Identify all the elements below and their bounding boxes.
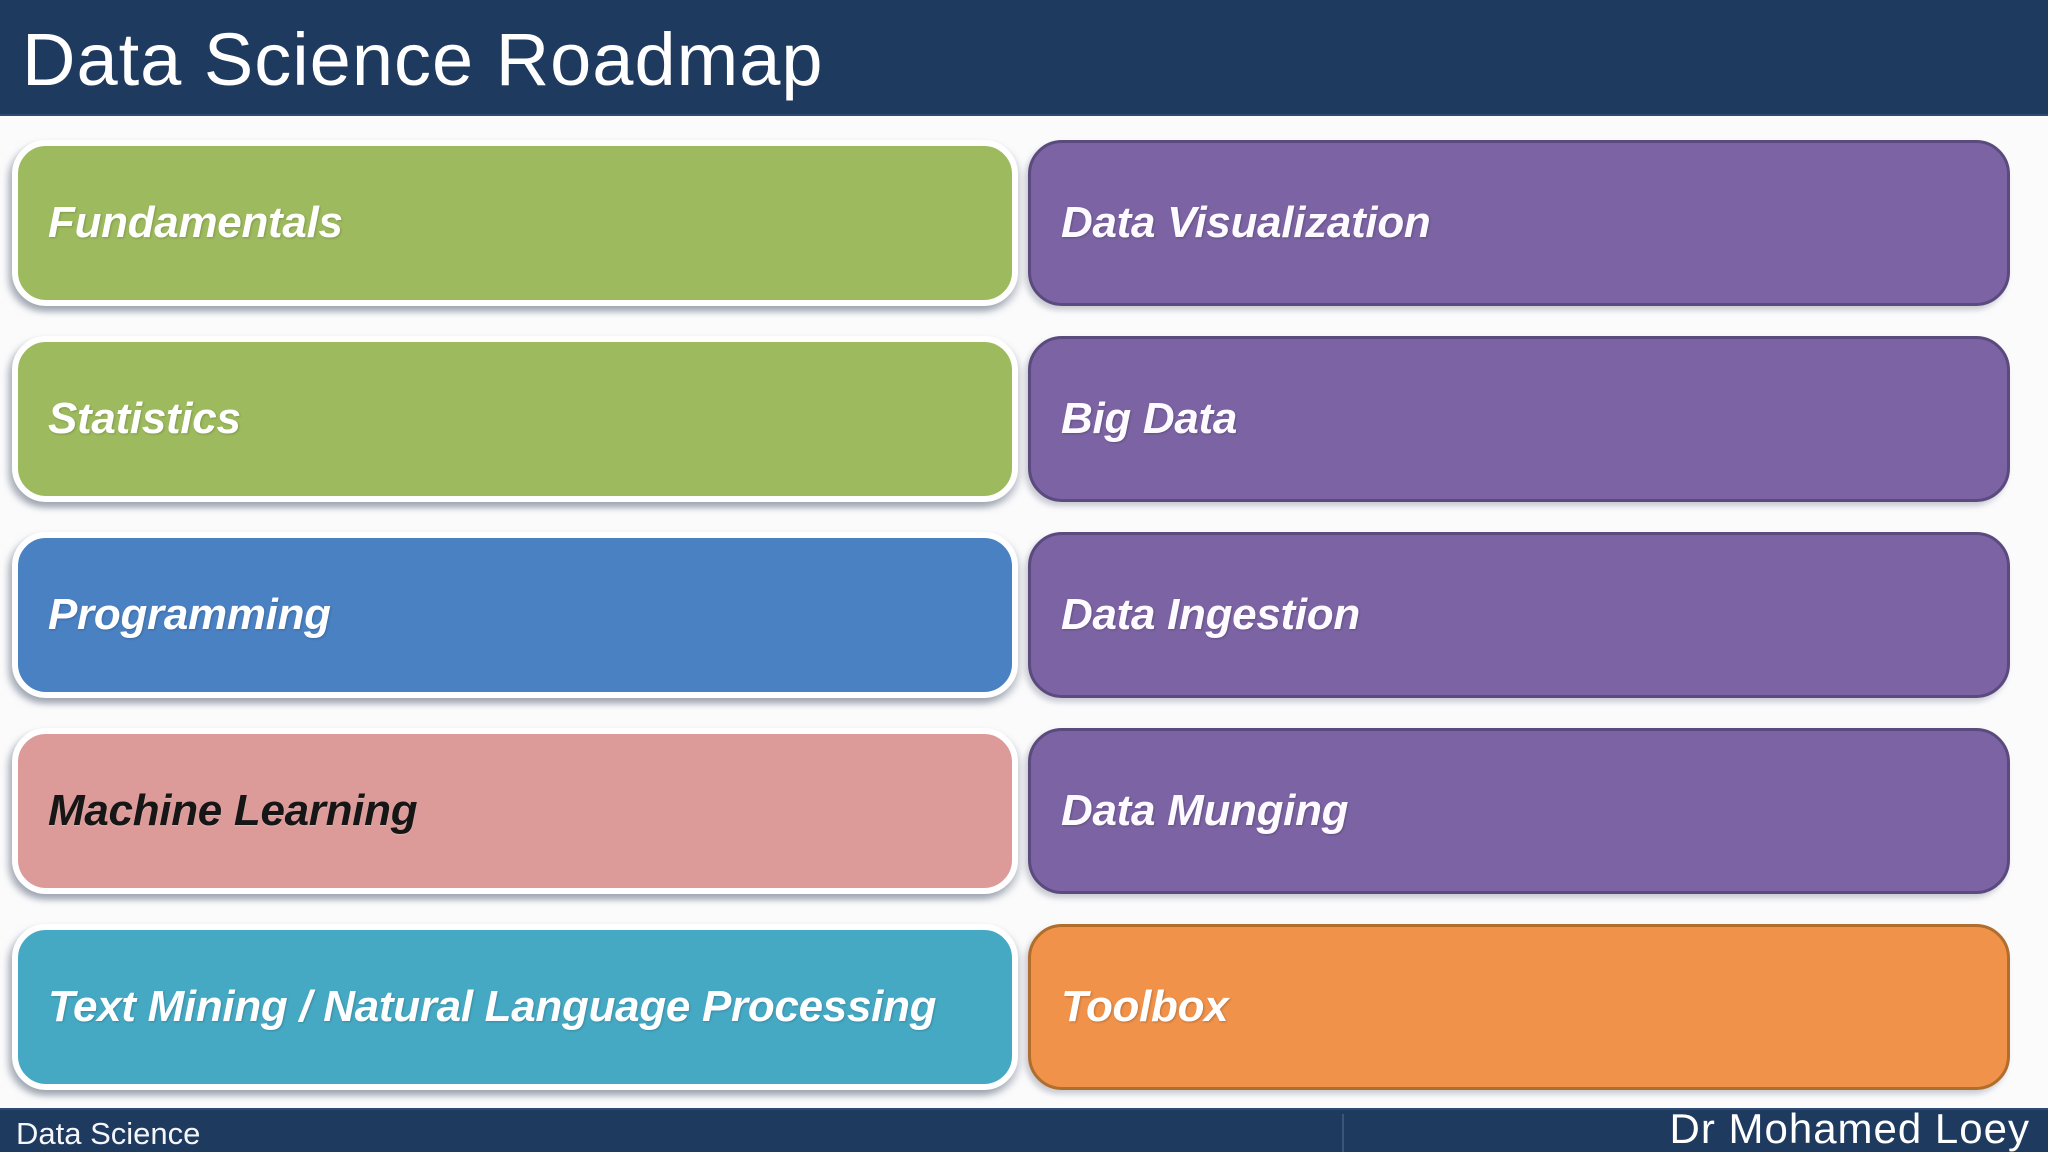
roadmap-box-label: Data Visualization xyxy=(1061,198,1431,247)
footer-slide-topic: Data Science xyxy=(16,1116,201,1151)
roadmap-box-label: Data Ingestion xyxy=(1061,590,1360,639)
roadmap-right-column: Data Visualization Big Data Data Ingesti… xyxy=(1028,140,2010,1090)
roadmap-box-data-ingestion: Data Ingestion xyxy=(1028,532,2010,698)
roadmap-box-label: Big Data xyxy=(1061,394,1238,443)
roadmap-box-label: Fundamentals xyxy=(48,198,343,247)
footer-divider xyxy=(1342,1114,1344,1152)
roadmap-box-data-visualization: Data Visualization xyxy=(1028,140,2010,306)
roadmap-box-label: Data Munging xyxy=(1061,786,1349,835)
roadmap-box-label: Statistics xyxy=(48,394,241,443)
page-title: Data Science Roadmap xyxy=(22,18,824,101)
roadmap-box-toolbox: Toolbox xyxy=(1028,924,2010,1090)
roadmap-box-programming: Programming xyxy=(12,532,1018,698)
footer-author: Dr Mohamed Loey xyxy=(1669,1105,2030,1152)
slide-header: Data Science Roadmap xyxy=(0,0,2048,116)
slide-footer: Data Science Dr Mohamed Loey xyxy=(0,1108,2048,1152)
roadmap-box-label: Machine Learning xyxy=(48,786,418,835)
roadmap-box-machine-learning: Machine Learning xyxy=(12,728,1018,894)
roadmap-box-label: Programming xyxy=(48,590,331,639)
roadmap-box-statistics: Statistics xyxy=(12,336,1018,502)
roadmap-box-fundamentals: Fundamentals xyxy=(12,140,1018,306)
roadmap-box-label: Text Mining / Natural Language Processin… xyxy=(48,982,937,1031)
roadmap-box-big-data: Big Data xyxy=(1028,336,2010,502)
roadmap-box-data-munging: Data Munging xyxy=(1028,728,2010,894)
roadmap-left-column: Fundamentals Statistics Programming Mach… xyxy=(12,140,1018,1090)
roadmap-box-text-mining-nlp: Text Mining / Natural Language Processin… xyxy=(12,924,1018,1090)
roadmap-box-label: Toolbox xyxy=(1061,982,1229,1031)
